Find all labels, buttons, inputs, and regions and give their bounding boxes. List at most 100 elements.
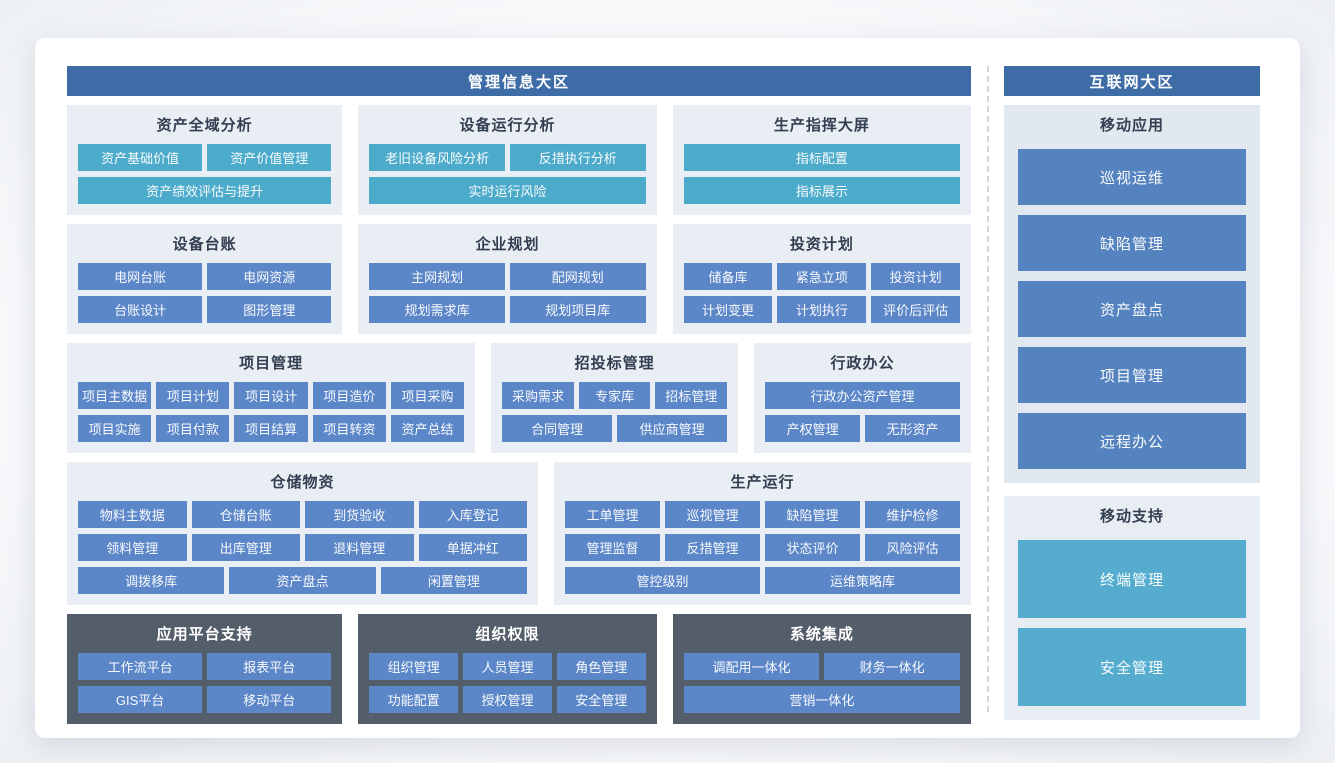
section-mobile-apps: 移动应用巡视运维缺陷管理资产盘点项目管理远程办公	[1004, 105, 1260, 483]
module-button[interactable]: 工作流平台	[78, 653, 203, 680]
module-button[interactable]: 台账设计	[78, 296, 203, 323]
module-button[interactable]: 角色管理	[556, 653, 646, 680]
module-button[interactable]: 安全管理	[556, 686, 646, 713]
module-button[interactable]: 风险评估	[865, 534, 960, 561]
module-button[interactable]: 项目设计	[234, 382, 308, 409]
module-button[interactable]: 储备库	[683, 263, 773, 290]
module-button[interactable]: 入库登记	[418, 501, 527, 528]
module-button[interactable]: 缺陷管理	[1018, 215, 1246, 271]
module-button[interactable]: 合同管理	[502, 415, 613, 442]
module-button[interactable]: 财务一体化	[824, 653, 961, 680]
module-button[interactable]: 反措执行分析	[509, 144, 646, 171]
module-button[interactable]: 招标管理	[655, 382, 728, 409]
module-button[interactable]: 巡视管理	[665, 501, 760, 528]
module-button[interactable]: 报表平台	[207, 653, 332, 680]
module-button[interactable]: 巡视运维	[1018, 149, 1246, 205]
module-button[interactable]: 紧急立项	[777, 263, 867, 290]
module-button[interactable]: 电网资源	[207, 263, 332, 290]
module-button[interactable]: 实时运行风险	[369, 177, 646, 204]
module-button[interactable]: 资产盘点	[1018, 281, 1246, 337]
module-button[interactable]: 老旧设备风险分析	[369, 144, 505, 171]
module-button[interactable]: 图形管理	[207, 296, 332, 323]
module-button[interactable]: 资产总结	[390, 415, 465, 442]
module-button[interactable]: 项目转资	[312, 415, 386, 442]
module-button[interactable]: 计划变更	[683, 296, 773, 323]
module-button[interactable]: 项目付款	[156, 415, 230, 442]
module-button[interactable]: 专家库	[578, 382, 651, 409]
module-button[interactable]: 授权管理	[463, 686, 552, 713]
module-button[interactable]: 指标展示	[683, 177, 961, 204]
module-button[interactable]: 维护检修	[865, 501, 960, 528]
module-button[interactable]: 领料管理	[78, 534, 187, 561]
module-button[interactable]: 人员管理	[463, 653, 552, 680]
module-button[interactable]: 项目造价	[312, 382, 386, 409]
module-button[interactable]: 仓储台账	[191, 501, 300, 528]
module-button[interactable]: 资产价值管理	[207, 144, 332, 171]
module-button[interactable]: 评价后评估	[871, 296, 961, 323]
module-button[interactable]: 项目结算	[234, 415, 308, 442]
module-button[interactable]: 规划需求库	[369, 296, 505, 323]
panel-row: 资产全域分析资产基础价值资产价值管理资产绩效评估与提升设备运行分析老旧设备风险分…	[67, 105, 972, 215]
module-button[interactable]: 规划项目库	[509, 296, 646, 323]
module-button[interactable]: 项目主数据	[78, 382, 152, 409]
panel-title: 应用平台支持	[156, 626, 253, 643]
module-button[interactable]: 到货验收	[305, 501, 414, 528]
section-title: 移动支持	[1099, 508, 1164, 525]
button-rows: 物料主数据仓储台账到货验收入库登记领料管理出库管理退料管理单据冲红调拨移库资产盘…	[78, 501, 527, 594]
module-button[interactable]: 项目计划	[156, 382, 230, 409]
button-row: 工作流平台报表平台	[78, 653, 332, 680]
module-button[interactable]: 电网台账	[78, 263, 203, 290]
module-button[interactable]: 营销一体化	[683, 686, 961, 713]
module-button[interactable]: 资产基础价值	[78, 144, 203, 171]
module-button[interactable]: 无形资产	[865, 415, 961, 442]
module-button[interactable]: 单据冲红	[418, 534, 527, 561]
module-button[interactable]: 管理监督	[565, 534, 660, 561]
module-button[interactable]: 项目采购	[390, 382, 465, 409]
module-button[interactable]: 项目实施	[78, 415, 152, 442]
module-button[interactable]: 缺陷管理	[765, 501, 860, 528]
module-button[interactable]: 行政办公资产管理	[765, 382, 960, 409]
panel-title: 设备运行分析	[459, 117, 556, 134]
panel-title: 设备台账	[172, 236, 237, 253]
zone-divider	[987, 66, 989, 712]
module-button[interactable]: 资产绩效评估与提升	[78, 177, 332, 204]
module-button[interactable]: 工单管理	[565, 501, 660, 528]
module-button[interactable]: 指标配置	[683, 144, 961, 171]
module-button[interactable]: 移动平台	[207, 686, 332, 713]
module-button[interactable]: 运维策略库	[765, 567, 960, 594]
panel-administrative-office: 行政办公行政办公资产管理产权管理无形资产	[754, 343, 971, 453]
module-button[interactable]: 终端管理	[1018, 540, 1246, 618]
module-button[interactable]: 安全管理	[1018, 628, 1246, 706]
module-button[interactable]: 反措管理	[665, 534, 760, 561]
button-row: 主网规划配网规划	[369, 263, 646, 290]
button-row: 领料管理出库管理退料管理单据冲红	[78, 534, 527, 561]
module-button[interactable]: 主网规划	[369, 263, 505, 290]
module-button[interactable]: 组织管理	[369, 653, 459, 680]
module-button[interactable]: 功能配置	[369, 686, 459, 713]
module-button[interactable]: GIS平台	[78, 686, 203, 713]
panel-title: 生产指挥大屏	[773, 117, 870, 134]
panel-system-integration: 系统集成调配用一体化财务一体化营销一体化	[672, 614, 972, 724]
module-button[interactable]: 配网规划	[509, 263, 646, 290]
module-button[interactable]: 出库管理	[191, 534, 300, 561]
button-row: 台账设计图形管理	[78, 296, 332, 323]
button-row: 计划变更计划执行评价后评估	[683, 296, 961, 323]
module-button[interactable]: 采购需求	[502, 382, 574, 409]
module-button[interactable]: 物料主数据	[78, 501, 187, 528]
module-button[interactable]: 状态评价	[765, 534, 860, 561]
module-button[interactable]: 资产盘点	[229, 567, 376, 594]
module-button[interactable]: 调拨移库	[78, 567, 225, 594]
module-button[interactable]: 项目管理	[1018, 347, 1246, 403]
module-button[interactable]: 管控级别	[565, 567, 760, 594]
module-button[interactable]: 计划执行	[777, 296, 867, 323]
button-rows: 电网台账电网资源台账设计图形管理	[78, 263, 332, 323]
module-button[interactable]: 退料管理	[305, 534, 414, 561]
module-button[interactable]: 远程办公	[1018, 413, 1246, 469]
module-button[interactable]: 闲置管理	[380, 567, 527, 594]
module-button[interactable]: 调配用一体化	[683, 653, 820, 680]
module-button[interactable]: 供应商管理	[617, 415, 728, 442]
module-button[interactable]: 产权管理	[765, 415, 861, 442]
module-button[interactable]: 投资计划	[871, 263, 961, 290]
